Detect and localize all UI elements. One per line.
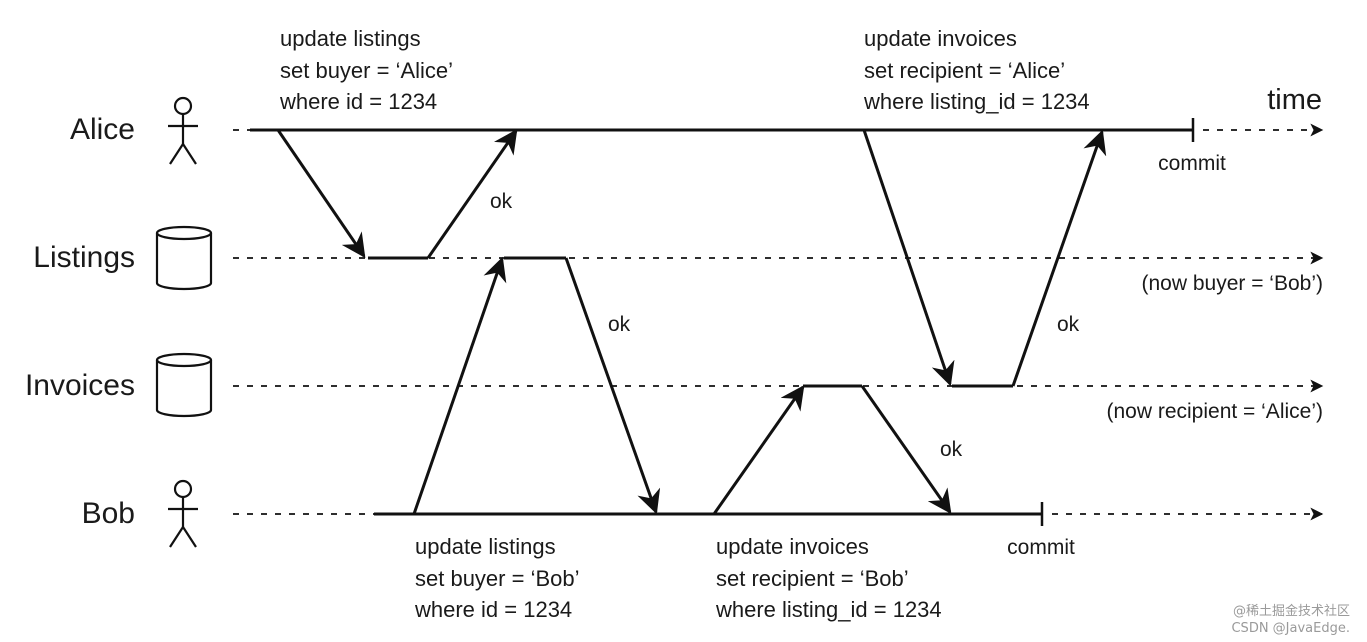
actor-label-alice: Alice [70, 113, 135, 146]
timeline-bob [233, 502, 1324, 526]
bob-update-invoices-query: update invoices set recipient = ‘Bob’ wh… [715, 534, 942, 622]
alice-update-listings-query: update listings set buyer = ‘Alice’ wher… [279, 26, 458, 114]
database-icon [155, 352, 213, 418]
ok-label: ok [940, 438, 963, 461]
arrow-listings-ok-to-bob [564, 257, 661, 515]
invoices-state-note: (now recipient = ‘Alice’) [1106, 400, 1323, 423]
actor-label-listings: Listings [33, 241, 135, 274]
alice-commit-label: commit [1158, 152, 1226, 175]
arrow-alice-to-invoices [862, 129, 955, 387]
arrow-alice-to-listings [276, 129, 366, 258]
ok-label: ok [608, 313, 631, 336]
watermark-csdn: CSDN @JavaEdge. [1231, 621, 1350, 636]
ok-label: ok [490, 190, 513, 213]
actor-label-invoices: Invoices [25, 369, 135, 402]
time-axis-label: time [1267, 84, 1322, 116]
arrow-invoices-ok-to-bob [860, 385, 952, 514]
actor-label-bob: Bob [82, 497, 135, 530]
bob-update-listings-query: update listings set buyer = ‘Bob’ where … [414, 534, 585, 622]
bob-commit-label: commit [1007, 536, 1075, 559]
timeline-alice [233, 118, 1324, 142]
person-icon [168, 479, 198, 548]
watermark-juejin: @稀土掘金技术社区 [1233, 603, 1350, 619]
alice-update-invoices-query: update invoices set recipient = ‘Alice’ … [863, 26, 1090, 114]
arrow-listings-ok-to-alice [426, 129, 518, 259]
arrow-bob-to-invoices [712, 385, 805, 515]
arrow-invoices-ok-to-alice [1011, 129, 1107, 387]
arrow-bob-to-listings [412, 256, 507, 515]
database-icon [155, 225, 213, 291]
listings-state-note: (now buyer = ‘Bob’) [1141, 272, 1323, 295]
person-icon [168, 96, 198, 165]
ok-label: ok [1057, 313, 1080, 336]
